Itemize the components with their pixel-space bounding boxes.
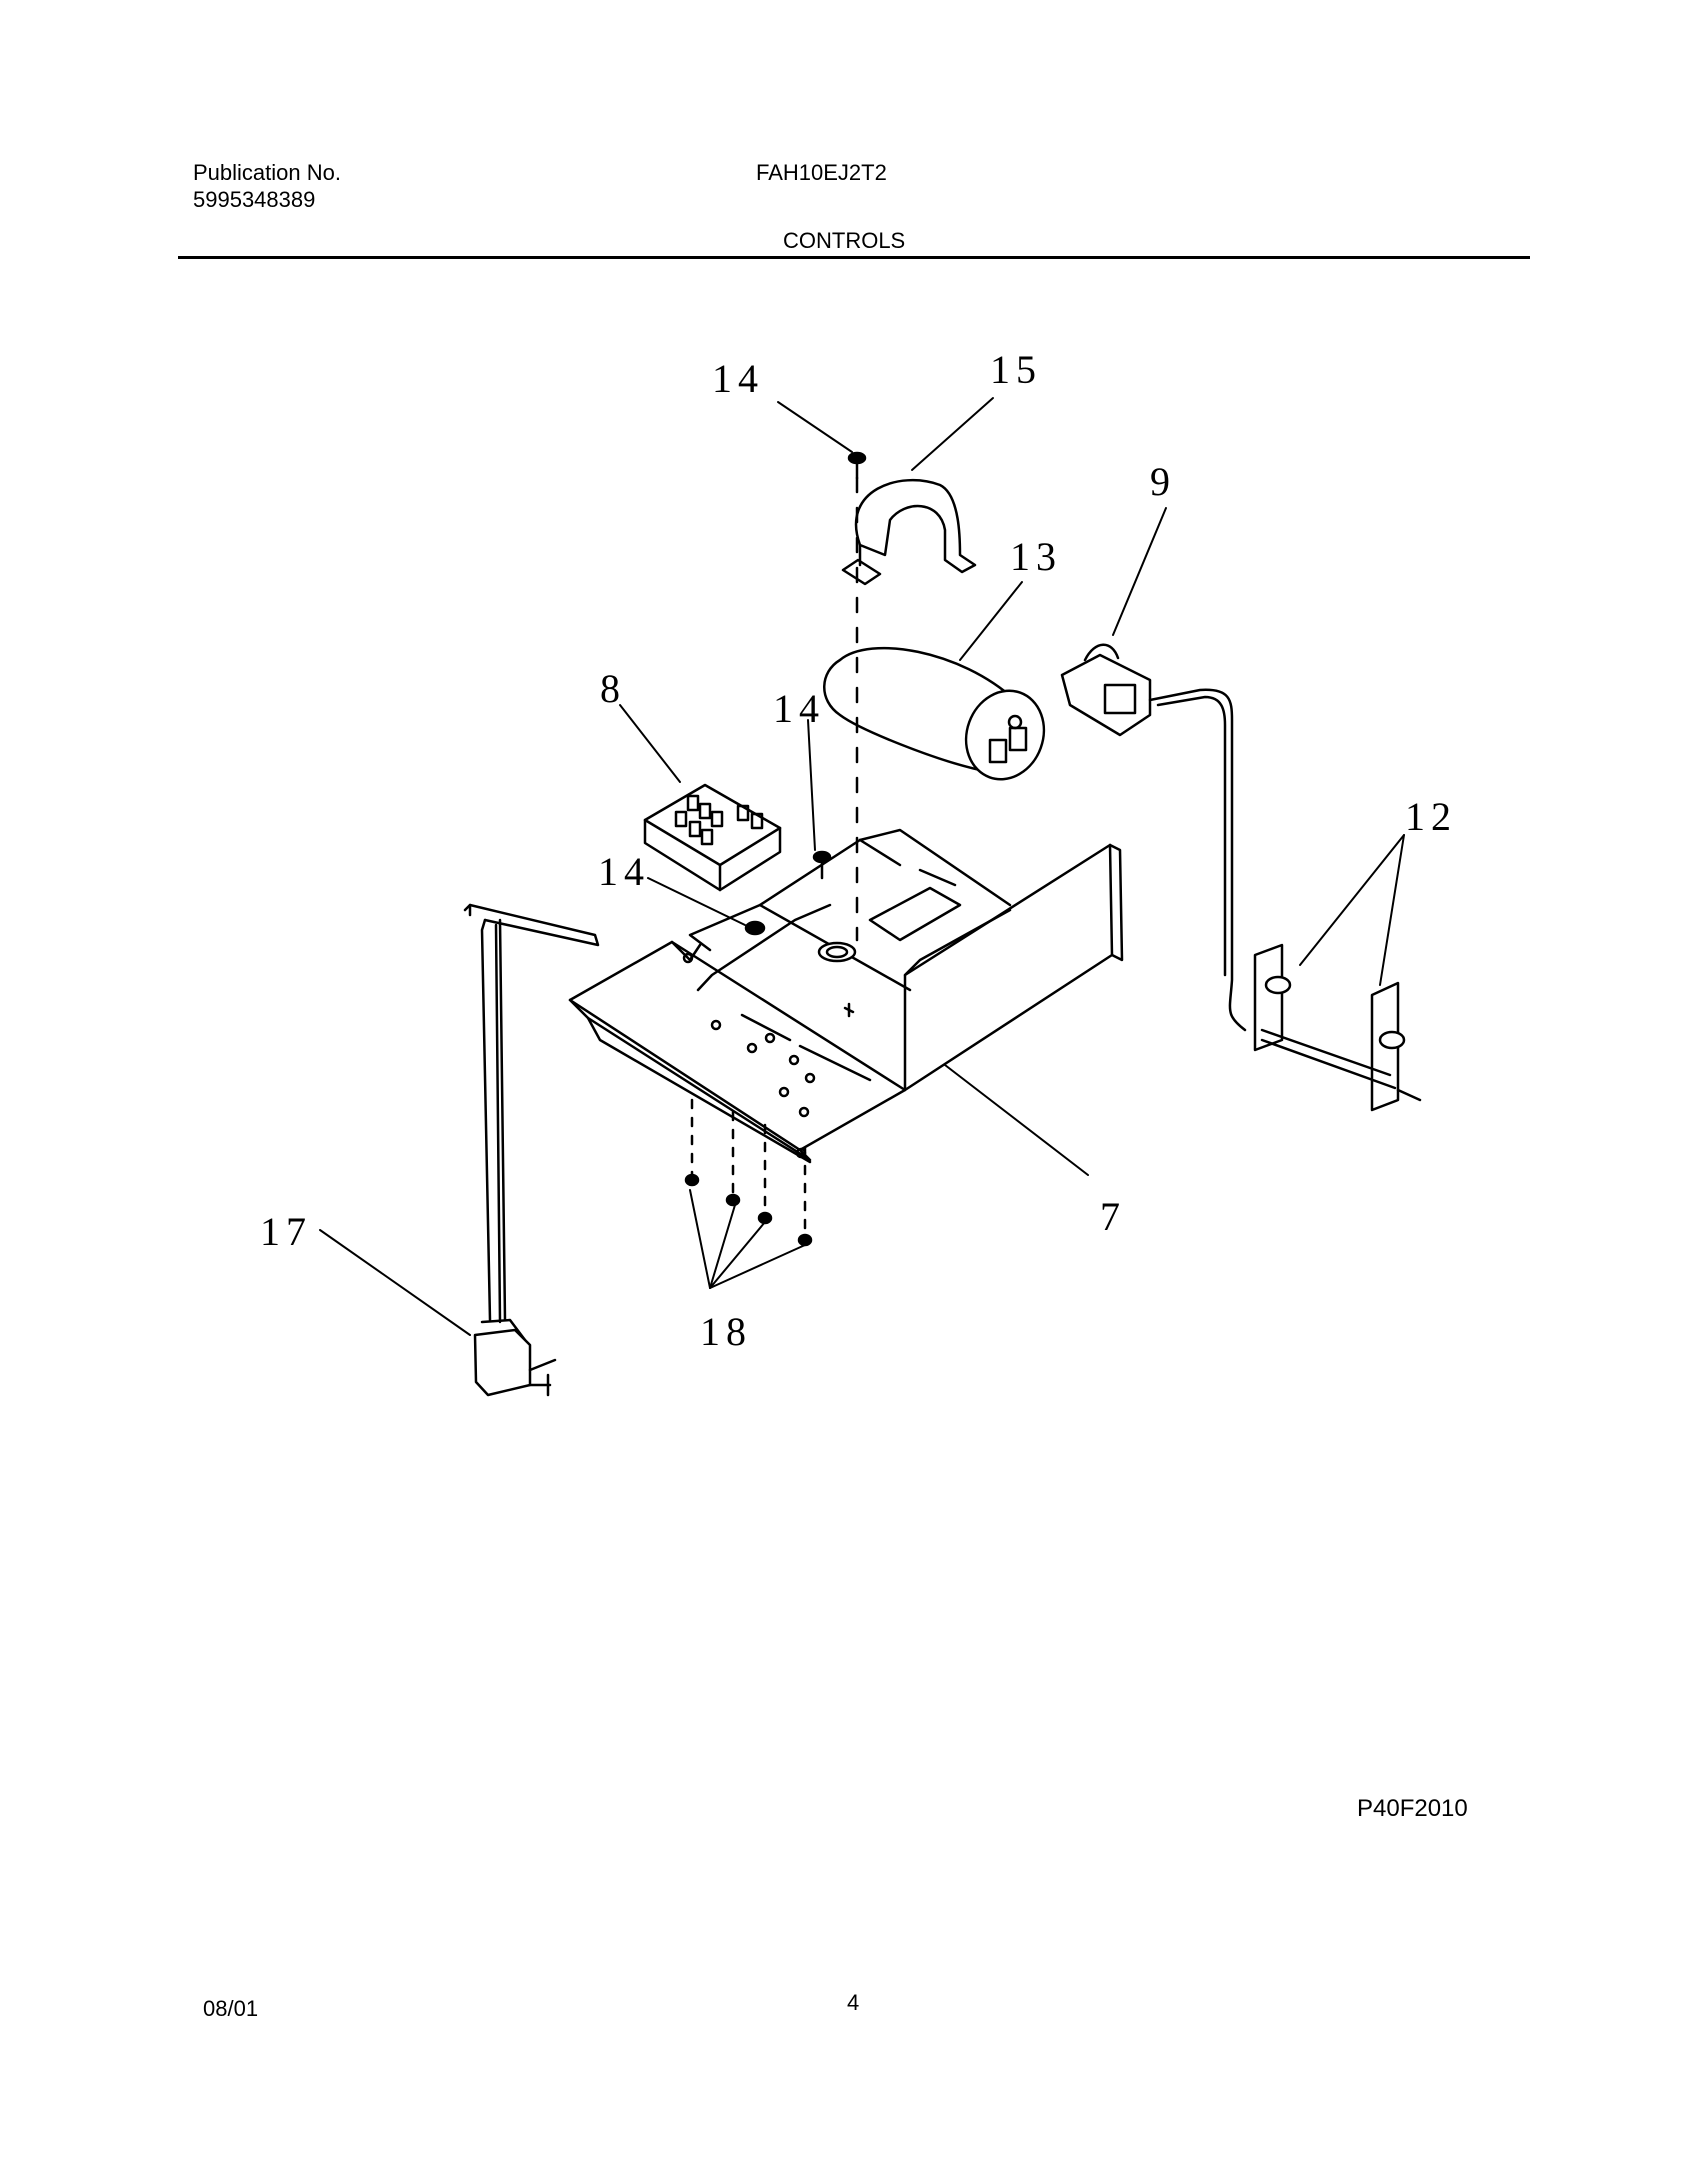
callout-17: 17 bbox=[260, 1209, 312, 1254]
page-number: 4 bbox=[847, 1990, 860, 2015]
publication-label: Publication No. bbox=[193, 160, 341, 185]
screws-18 bbox=[690, 1098, 807, 1242]
header-rule bbox=[178, 256, 1530, 259]
capacitor bbox=[823, 646, 1046, 781]
thermostat-motor bbox=[1060, 643, 1247, 1032]
leader-lines bbox=[319, 397, 1405, 1336]
callouts: 14 15 9 13 8 14 12 14 7 17 18 bbox=[260, 347, 1457, 1354]
callout-14-middle: 14 bbox=[773, 686, 825, 731]
screw-heads-18 bbox=[684, 1173, 813, 1247]
control-base-tray bbox=[568, 828, 1124, 1164]
relay bbox=[643, 783, 782, 892]
publication-number: 5995348389 bbox=[193, 187, 316, 212]
figure-code: P40F2010 bbox=[1357, 1795, 1468, 1822]
model-number: FAH10EJ2T2 bbox=[756, 160, 887, 185]
callout-14-left: 14 bbox=[598, 849, 650, 894]
callout-14-top: 14 bbox=[712, 356, 764, 401]
callout-8: 8 bbox=[600, 666, 626, 711]
publication-date: 08/01 bbox=[203, 1996, 259, 2021]
power-cord bbox=[463, 903, 600, 1397]
callout-15: 15 bbox=[990, 347, 1042, 392]
capacitor-clamp bbox=[841, 478, 977, 586]
callout-13: 13 bbox=[1010, 534, 1062, 579]
callout-9: 9 bbox=[1150, 459, 1176, 504]
callout-7: 7 bbox=[1100, 1194, 1126, 1239]
section-title: CONTROLS bbox=[783, 228, 906, 253]
sensor-brackets bbox=[1253, 943, 1422, 1112]
screws-14 bbox=[744, 451, 867, 936]
callout-18: 18 bbox=[700, 1309, 752, 1354]
callout-12: 12 bbox=[1405, 794, 1457, 839]
